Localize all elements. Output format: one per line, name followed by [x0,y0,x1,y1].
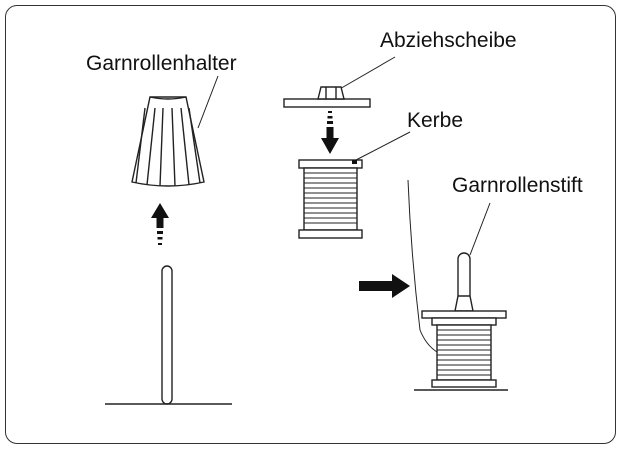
spool-cap-illustration [131,96,205,187]
label-spool-pin: Garnrollenstift [452,174,583,197]
leader-notch [355,131,411,161]
pin-left-illustration [105,265,232,405]
label-spool-cap: Garnrollenhalter [86,52,237,75]
label-unwind-disc: Abziehscheibe [380,29,517,52]
unwind-disc-illustration [283,86,371,108]
arrow-right-icon [359,274,410,298]
leader-unwind-disc [337,56,396,91]
assembled-spool-illustration [407,179,508,391]
arrow-up-icon [151,203,169,245]
arrow-down-icon [321,111,339,154]
label-notch: Kerbe [407,109,463,132]
leader-spool-pin [469,202,491,256]
thread-spool-illustration [298,159,363,239]
figure-frame [5,5,616,444]
leader-spool-cap [197,75,219,129]
